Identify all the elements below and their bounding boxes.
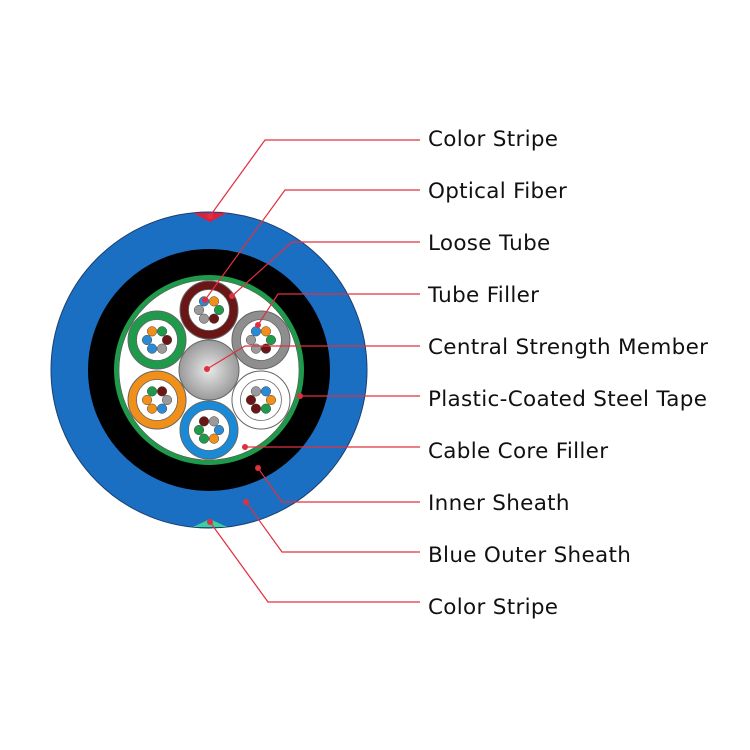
leader-line-color-stripe-top [209,139,420,217]
optical-fiber [156,343,168,354]
optical-fiber [141,334,153,346]
optical-fiber [250,343,262,354]
optical-fiber [146,403,158,414]
optical-fiber [146,386,158,397]
optical-fiber [198,313,210,324]
optical-fiber [208,296,220,307]
leader-line-optical-fiber [204,189,420,301]
label-color-stripe-bottom: Color Stripe [428,595,559,620]
tube-filler [188,409,230,451]
leader-dot-steel-tape [297,393,303,399]
leader-dot-loose-tube [229,293,235,299]
optical-fiber [161,334,173,346]
optical-fiber [161,394,173,406]
leader-dot-optical-fiber [202,297,208,303]
optical-fiber [156,326,168,337]
label-tube-filler: Tube Filler [428,283,540,308]
leader-dot-inner-sheath [255,465,261,471]
leader-dot-blue-outer-sheath [243,499,249,505]
optical-fiber [193,424,205,436]
optical-fiber [208,416,220,427]
leader-line-inner-sheath [257,467,420,503]
optical-fiber [156,403,168,414]
leader-line-central-strength-member [206,345,420,370]
optical-fiber [250,386,262,397]
optical-fiber [260,343,272,354]
leader-line-color-stripe-bottom [209,521,420,603]
leader-dot-color-stripe-bottom [207,519,213,525]
optical-fiber [245,334,257,346]
label-loose-tube: Loose Tube [428,231,551,256]
optical-fiber [141,394,153,406]
optical-fiber [260,326,272,337]
label-cable-core-filler: Cable Core Filler [428,439,609,464]
loose-tube-orange [127,370,187,430]
label-plastic-coated-steel-tape: Plastic-Coated Steel Tape [428,387,708,412]
leader-dot-cable-core-filler [242,444,248,450]
optical-fiber [250,403,262,414]
label-color-stripe-top: Color Stripe [428,127,559,152]
optical-fiber [208,313,220,324]
label-inner-sheath: Inner Sheath [428,491,570,516]
optical-fiber [260,386,272,397]
leader-line-blue-outer-sheath [245,501,420,553]
optical-fiber [193,304,205,316]
loose-tube-blue [179,400,239,460]
label-optical-fiber: Optical Fiber [428,179,568,204]
optical-fiber [198,416,210,427]
label-blue-outer-sheath: Blue Outer Sheath [428,543,632,568]
optical-fiber [213,304,225,316]
optical-fiber [156,386,168,397]
leader-dot-tube-filler [255,322,261,328]
optical-fiber [260,403,272,414]
loose-tube-brown [179,280,239,340]
optical-fiber [208,433,220,444]
optical-fiber [213,424,225,436]
loose-tube-green [127,310,187,370]
leader-line-loose-tube [231,241,420,297]
optical-fiber [250,326,262,337]
label-central-strength-member: Central Strength Member [428,335,709,360]
leader-dot-color-stripe-top [207,213,213,219]
optical-fiber [245,394,257,406]
tube-filler [240,379,282,421]
optical-fiber [146,326,158,337]
tube-filler [136,379,178,421]
leader-line-tube-filler [257,293,420,326]
optical-fiber [198,433,210,444]
loose-tube-white [231,370,291,430]
optical-fiber [265,334,277,346]
optical-fiber [146,343,158,354]
leader-dot-central-strength-member [204,366,210,372]
tube-filler [136,319,178,361]
tube-filler [188,289,230,331]
optical-fiber [265,394,277,406]
